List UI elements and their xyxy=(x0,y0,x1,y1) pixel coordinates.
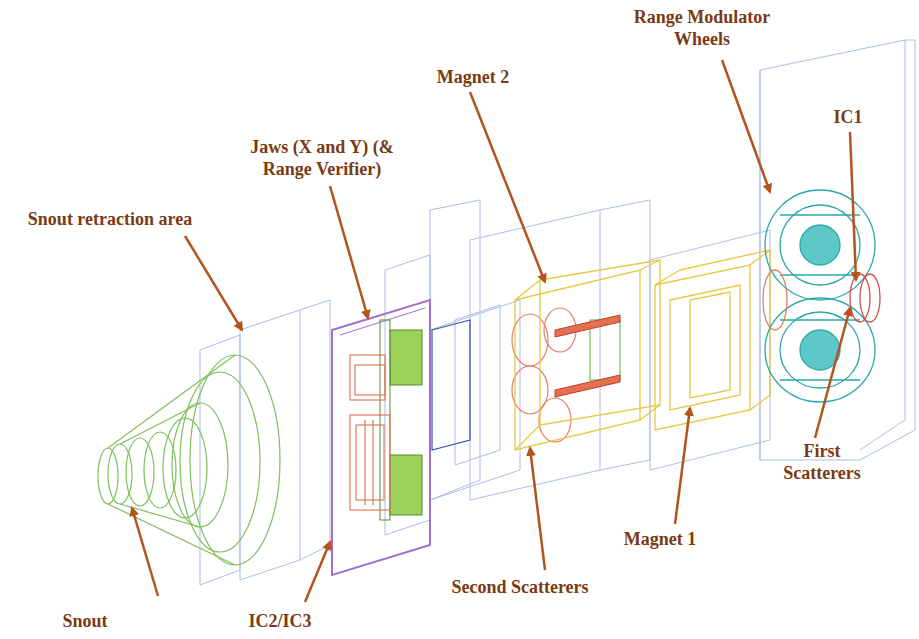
part-label: Magnet 2 xyxy=(418,66,528,88)
jaws-assembly xyxy=(332,300,470,575)
leader-arrows xyxy=(132,60,856,602)
magnet-2 xyxy=(515,260,660,450)
part-label: Jaws (X and Y) (& Range Verifier) xyxy=(227,136,417,180)
range-modulator-wheels xyxy=(765,190,875,402)
magnet-1 xyxy=(655,250,770,430)
housing-wireframe xyxy=(200,40,915,585)
snout-cylinders xyxy=(98,355,280,565)
part-label: IC1 xyxy=(818,106,878,128)
magnet-2-coils xyxy=(555,315,620,397)
ic1-scatterers xyxy=(763,270,880,330)
part-label: IC2/IC3 xyxy=(230,610,330,632)
part-label: Snout retraction area xyxy=(5,208,215,230)
part-label: Range Modulator Wheels xyxy=(617,6,787,50)
part-label: Snout xyxy=(40,610,130,632)
part-label: Magnet 1 xyxy=(605,528,715,550)
part-label: Second Scatterers xyxy=(420,576,620,598)
part-label: First Scatterers xyxy=(767,440,877,484)
